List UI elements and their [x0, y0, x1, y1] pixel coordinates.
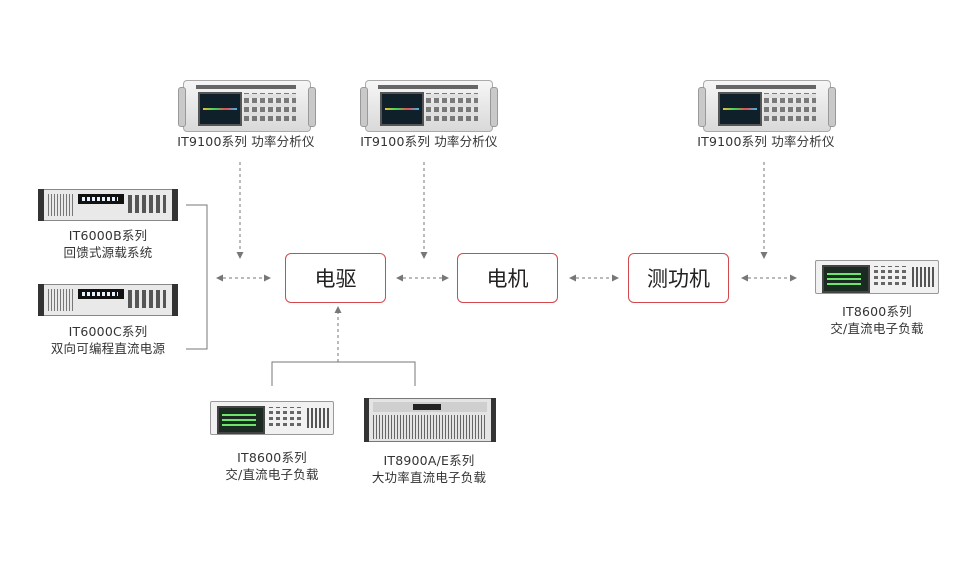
- it8600-bottom-label-line2: 交/直流电子负载: [225, 467, 319, 482]
- it8600-bottom-label-line1: IT8600系列: [237, 450, 307, 465]
- it8600-right-label-line1: IT8600系列: [842, 304, 912, 319]
- it8600-bottom-image: [210, 401, 334, 435]
- power-analyzer-3-image: [698, 80, 836, 132]
- node-motor: 电机: [457, 253, 558, 303]
- it6000b-label-line1: IT6000B系列: [68, 228, 148, 243]
- source-bracket: [186, 204, 208, 350]
- it8900-load-image: [364, 398, 496, 442]
- power-analyzer-2-image: [360, 80, 498, 132]
- power-analyzer-1-label: IT9100系列 功率分析仪: [177, 134, 315, 149]
- it6000c-label-line2: 双向可编程直流电源: [50, 341, 166, 356]
- it8900-label-line1: IT8900A/E系列: [383, 453, 475, 468]
- it6000c-label-line1: IT6000C系列: [68, 324, 148, 339]
- loads-bracket: [271, 361, 416, 386]
- power-analyzer-1-image: [178, 80, 316, 132]
- it6000b-label-line2: 回馈式源载系统: [63, 245, 153, 260]
- node-drive: 电驱: [285, 253, 386, 303]
- it8900-label-line2: 大功率直流电子负载: [371, 470, 487, 485]
- it6000c-source-image: [38, 284, 178, 316]
- it6000b-source-image: [38, 189, 178, 221]
- it8600-right-image: [815, 260, 939, 294]
- power-analyzer-2-label: IT9100系列 功率分析仪: [360, 134, 498, 149]
- power-analyzer-3-label: IT9100系列 功率分析仪: [697, 134, 835, 149]
- it8600-right-label-line2: 交/直流电子负载: [830, 321, 924, 336]
- node-dyno: 测功机: [628, 253, 729, 303]
